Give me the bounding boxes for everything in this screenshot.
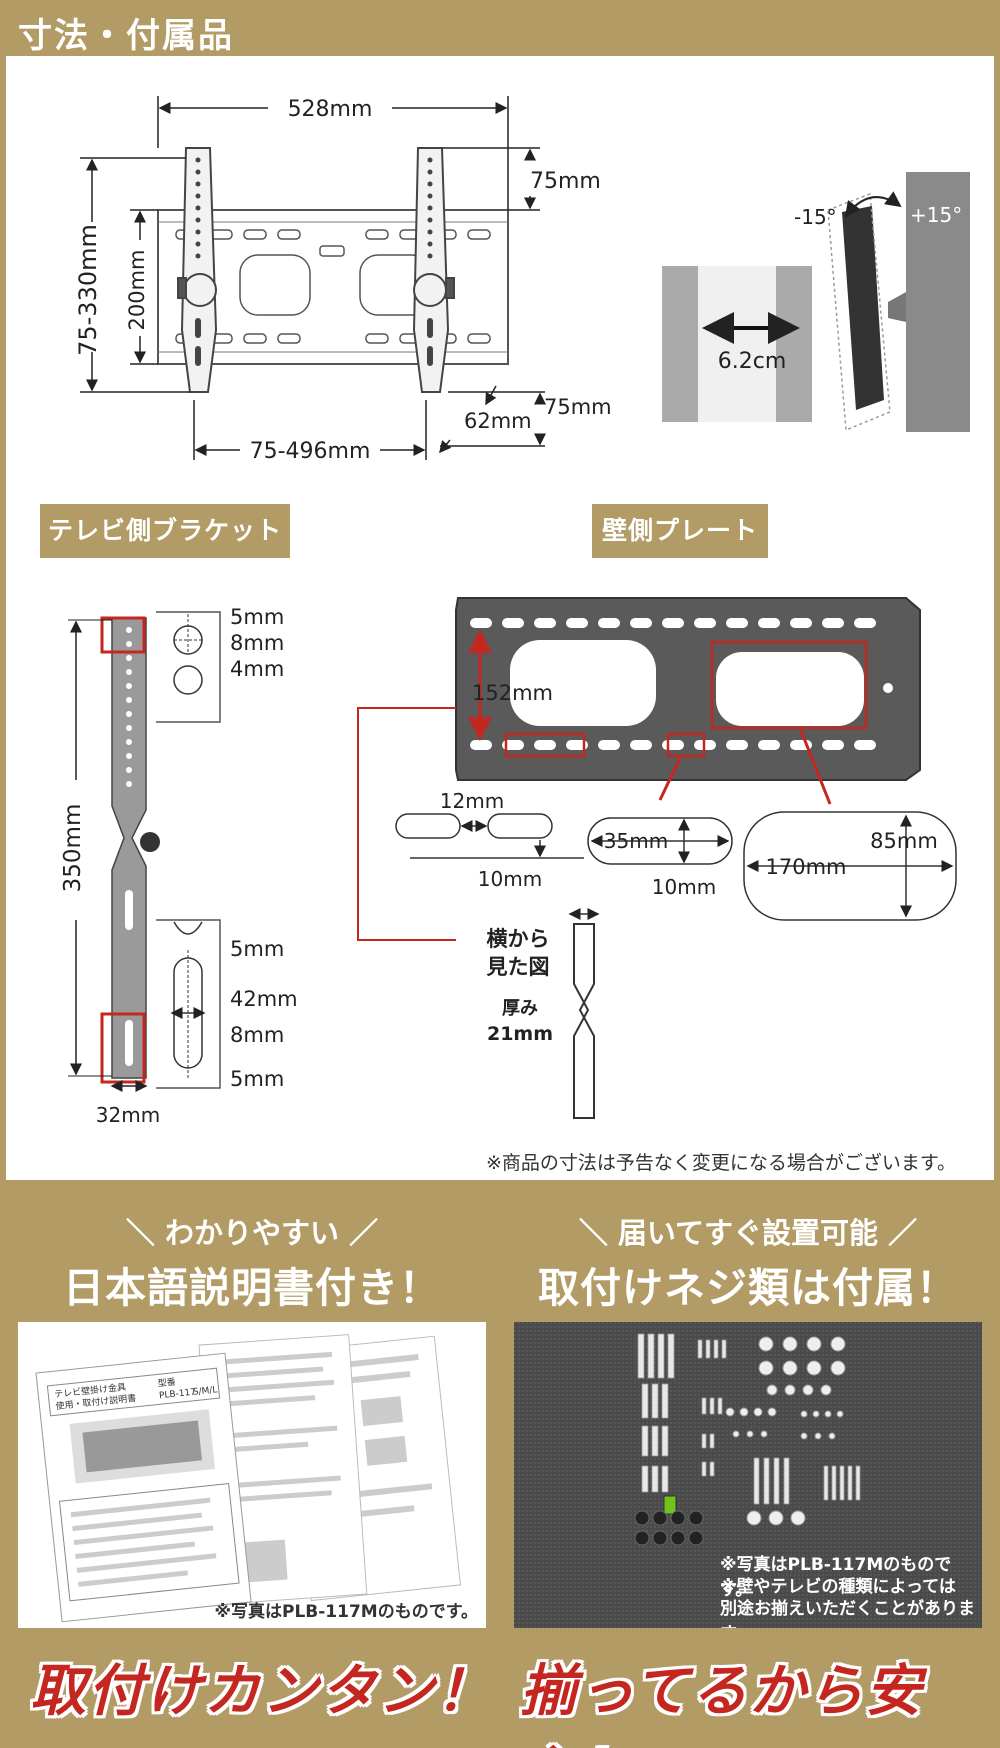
screws-illustration [514,1322,982,1628]
plate-big-w: 170mm [766,855,847,879]
feature-screws-title: 取付けネジ類は付属！ [538,1264,958,1312]
feature-manual-sub: ＼ わかりやすい ／ [125,1216,379,1250]
tilt-depth-label: 6.2cm [718,349,787,374]
manual-model: PLB-117 [159,1388,197,1402]
screws-photo-caption-3: 別途お揃えいただくことがあります。 [720,1599,975,1628]
dim-hole-bottom: 75mm [544,395,612,419]
thickness-value: 21mm [487,1023,553,1045]
bracket-top-c: 4mm [230,657,284,681]
manual-photo: テレビ壁掛け金具 使用・取付け説明書 型番 PLB-117 S/M/L ※写真は… [18,1322,486,1628]
tilt-side-view [662,172,970,432]
tilt-minus-label: -15° [794,205,837,229]
dim-width-total: 528mm [288,97,373,122]
side-view-label-1: 横から [487,927,550,951]
mount-front-view [80,96,546,460]
bracket-slot-a: 5mm [230,937,284,961]
disclaimer-note: ※商品の寸法は予告なく変更になる場合がございます。 [486,1152,957,1174]
plate-height: 152mm [472,681,553,705]
plate-slot-mid-w: 35mm [604,829,668,853]
wall-plate-diagram [357,597,957,1119]
feature-manual: ＼ わかりやすい ／ 日本語説明書付き！ [10,1196,494,1636]
bracket-width: 32mm [96,1103,160,1127]
manual-photo-caption: ※写真はPLB-117Mのものです。 [214,1602,478,1622]
bracket-length: 350mm [60,804,86,893]
tilt-plus-label: +15° [910,203,962,227]
bracket-top-a: 5mm [230,605,284,629]
dim-height-range: 75-330mm [74,224,102,356]
screws-photo: ※写真はPLB-117Mのものです。 ※壁やテレビの種類によっては 別途お揃えい… [514,1322,982,1628]
tv-bracket-tag: テレビ側ブラケット [40,504,290,558]
screws-photo-caption-2: ※壁やテレビの種類によっては [720,1577,956,1597]
manual-sizes: S/M/L [192,1385,217,1398]
wall-plate-tag: 壁側プレート [592,504,768,558]
manual-illustration: テレビ壁掛け金具 使用・取付け説明書 型番 PLB-117 S/M/L [35,1334,461,1623]
feature-screws-sub: ＼ 届いてすぐ設置可能 ／ [578,1216,918,1250]
bracket-slot-c: 8mm [230,1023,284,1047]
feature-manual-title: 日本語説明書付き！ [63,1264,441,1312]
slogan-easy-install: 取付けカンタン！ [30,1659,494,1724]
dim-inner-height: 200mm [125,250,149,331]
manual-size-label: 型番 [157,1376,176,1390]
bracket-slot-d: 5mm [230,1067,284,1091]
thickness-label: 厚み [502,998,538,1019]
tv-bracket-diagram [68,611,221,1092]
bracket-slot-b: 42mm [230,987,298,1011]
dimension-diagrams: 528mm 75mm 75-330mm 200mm 62mm 75mm 75-4… [60,96,970,1127]
plate-slot-gap: 12mm [440,789,504,813]
plate-slot-mid-h: 10mm [652,875,716,899]
section-title: 寸法・付属品 [18,16,234,56]
side-view-label-2: 見た図 [487,955,550,979]
bracket-top-b: 8mm [230,631,284,655]
plate-big-h: 85mm [870,829,938,853]
section-header: 寸法・付属品 [0,0,1000,56]
screws-photo-caption-1: ※写真はPLB-117Mのものです。 [720,1555,952,1600]
dim-width-range: 75-496mm [250,439,371,464]
slogan-all-included: 揃ってるから安心！ [520,1659,924,1748]
plate-slot-side: 10mm [478,867,542,891]
dim-hole-top: 75mm [530,169,601,194]
dim-depth: 62mm [464,409,532,433]
feature-screws: ＼ 届いてすぐ設置可能 ／ 取付けネジ類は付属！ [506,1196,990,1636]
